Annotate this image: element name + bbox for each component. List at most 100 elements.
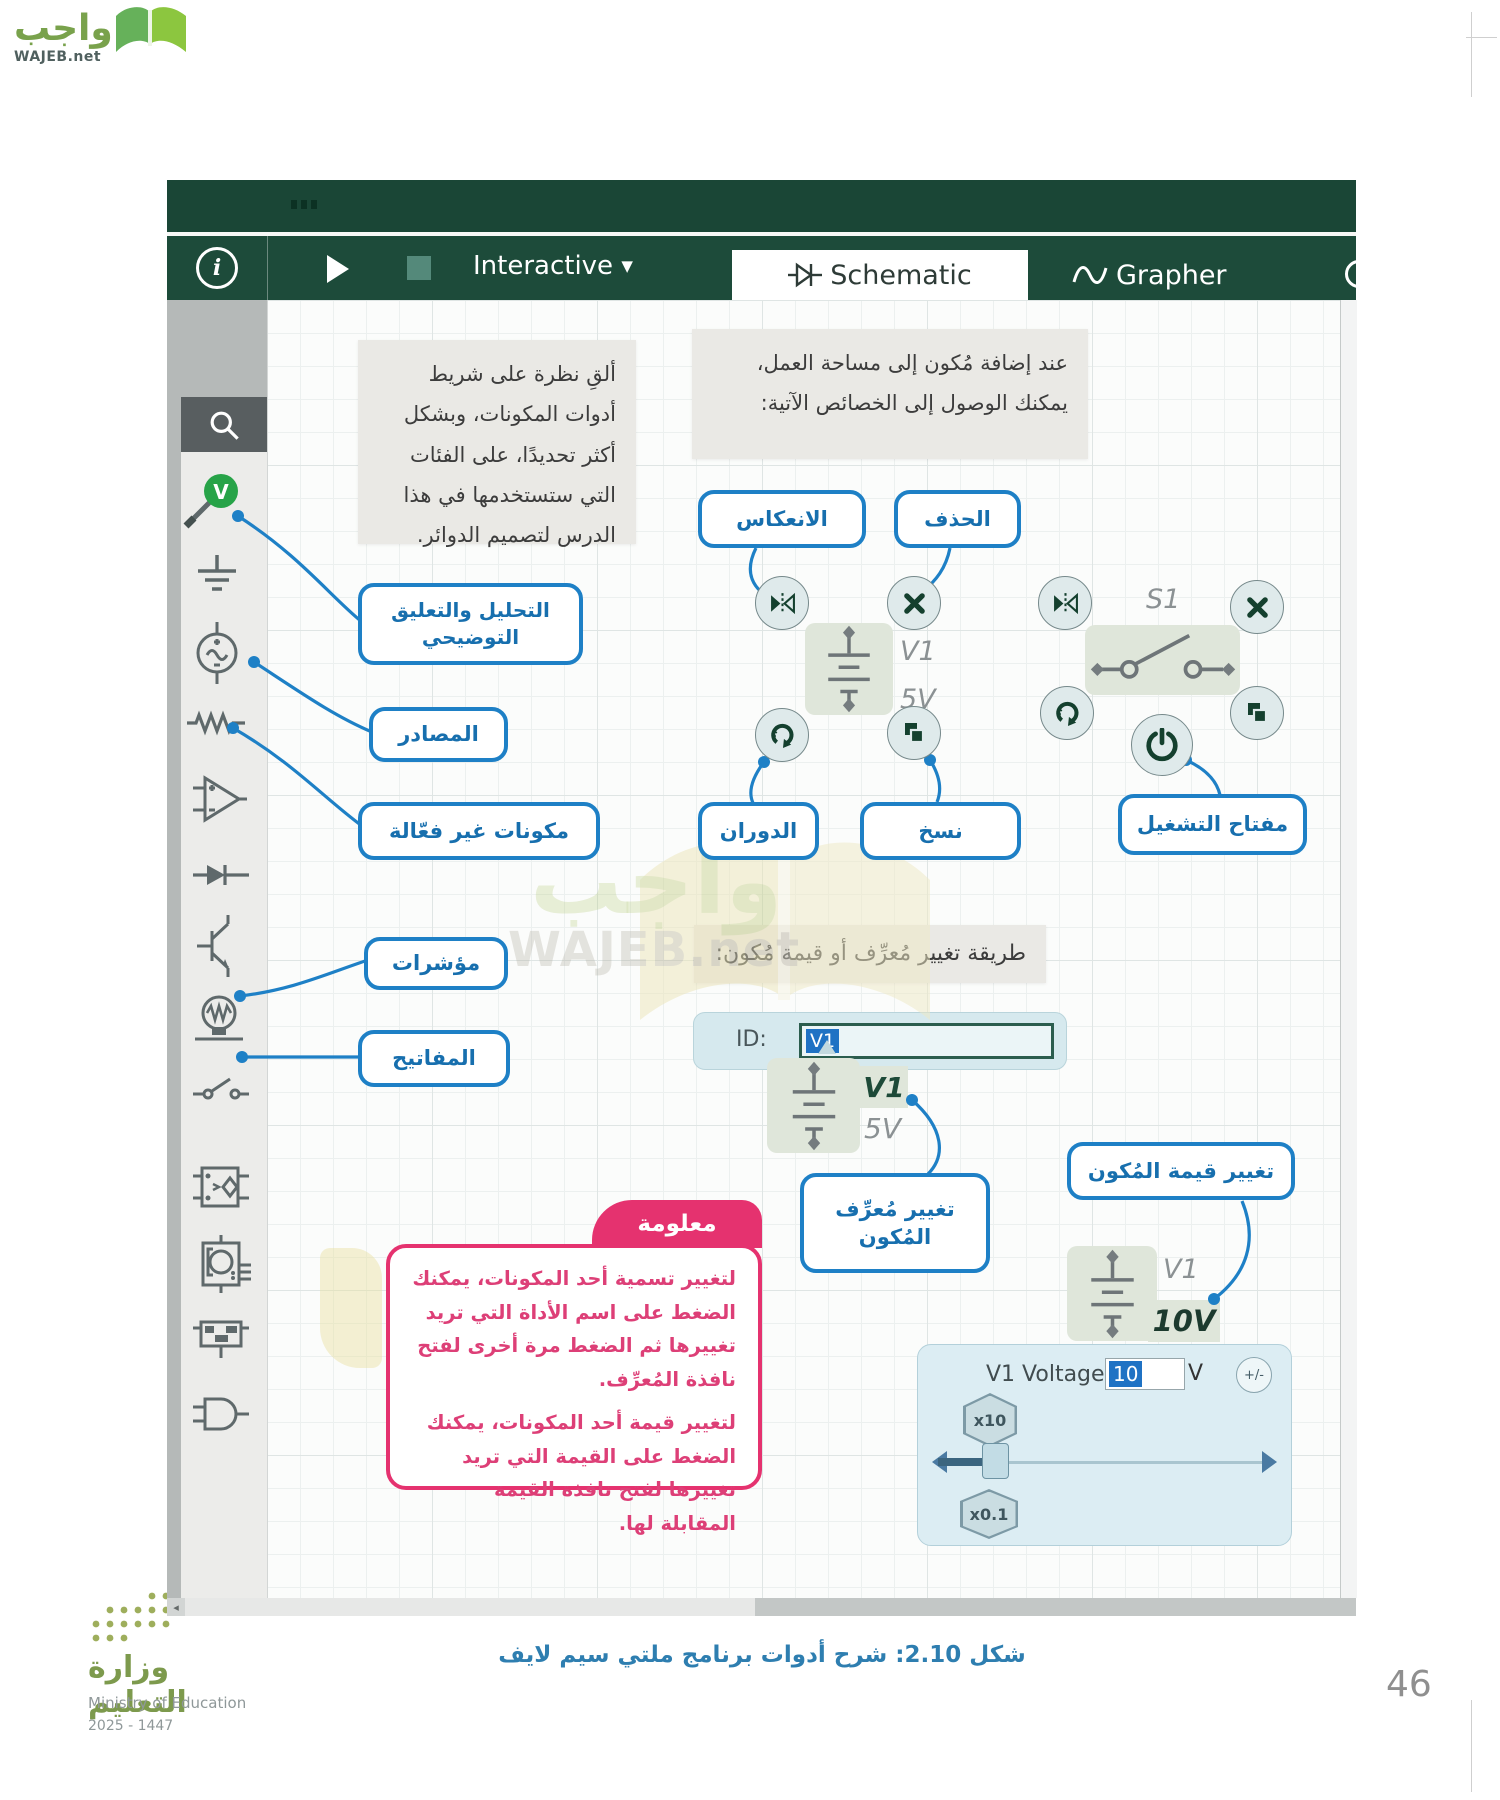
switch-component[interactable] — [1085, 625, 1240, 695]
tab-grapher[interactable]: Grapher — [1072, 250, 1227, 300]
watermark-fragment — [320, 1248, 382, 1368]
search-icon — [210, 411, 239, 440]
search-button[interactable] — [181, 397, 267, 452]
power-button[interactable] — [1131, 714, 1193, 776]
ministry-years: 2025 - 1447 — [88, 1718, 174, 1734]
partial-tab-icon — [1345, 260, 1356, 288]
slider-fill — [938, 1458, 1000, 1466]
resistor-icon[interactable] — [187, 710, 245, 740]
plus-minus-button[interactable]: +/- — [1236, 1357, 1272, 1393]
id-panel: ID: V1 — [693, 1012, 1067, 1070]
transistor-icon[interactable] — [193, 915, 243, 981]
interactive-menu[interactable]: Interactive ▼ — [473, 251, 633, 281]
app-header: i Interactive ▼ Schematic Grapher — [167, 236, 1356, 300]
multiplier-down-button[interactable]: x0.1 — [960, 1489, 1018, 1539]
plus-minus-label: +/- — [1244, 1367, 1264, 1383]
battery-refdes-selected[interactable]: V1 — [860, 1066, 908, 1108]
slider-track[interactable] — [950, 1461, 1264, 1464]
ground-icon[interactable] — [193, 553, 241, 599]
method-bar: طريقة تغيير مُعرِّف أو قيمة مُكون: — [694, 925, 1046, 983]
horizontal-scrollbar[interactable] — [185, 1598, 1356, 1616]
run-button[interactable] — [327, 255, 349, 283]
page-number: 46 — [1386, 1664, 1432, 1705]
id-input[interactable]: V1 — [799, 1023, 1054, 1059]
scrollbar-thumb[interactable] — [755, 1598, 1356, 1616]
switch-icon[interactable] — [193, 1076, 249, 1106]
info-box-tab: معلومة — [592, 1200, 762, 1248]
switch-refdes[interactable]: S1 — [1146, 584, 1181, 615]
component-toolbar: V — [167, 300, 268, 1598]
battery-refdes[interactable]: V1 — [1163, 1254, 1199, 1285]
battery-value-selected[interactable]: 10V — [1148, 1300, 1220, 1342]
battery-value[interactable]: 5V — [864, 1112, 901, 1145]
delete-button[interactable] — [887, 576, 941, 630]
info-icon[interactable]: i — [196, 247, 238, 289]
op-amp-icon[interactable] — [193, 774, 247, 828]
corner-mark — [1466, 37, 1497, 38]
voltage-panel: V1 Voltage: 10 V +/- x10 x0.1 — [917, 1344, 1292, 1546]
brand-domain: WAJEB.net — [14, 49, 102, 65]
corner-mark — [1471, 1700, 1472, 1792]
tab-schematic[interactable]: Schematic — [732, 250, 1028, 300]
figure-caption: شكل 2.10: شرح أدوات برنامج ملتي سيم لايف — [498, 1642, 1026, 1668]
connector-arrow-icon — [818, 1040, 836, 1054]
callout-flip: الانعكاس — [698, 490, 866, 548]
copy-button[interactable] — [1230, 686, 1284, 740]
tab-grapher-label: Grapher — [1116, 259, 1227, 291]
info-section: i — [167, 236, 268, 300]
callout-copy: نسخ — [860, 802, 1021, 860]
callout-analysis: التحليل والتعليق التوضيحي — [358, 583, 583, 665]
stop-button[interactable] — [407, 256, 431, 280]
brand-logo: واجب WAJEB.net — [14, 8, 113, 65]
delete-button[interactable] — [1230, 580, 1284, 634]
callout-switches: المفاتيح — [358, 1030, 510, 1087]
vertical-scrollbar[interactable] — [1340, 300, 1357, 1598]
info-paragraph: لتغيير تسمية أحد المكونات، يمكنك الضغط ع… — [412, 1267, 736, 1391]
callout-sources: المصادر — [369, 707, 508, 762]
callout-rotate: الدوران — [698, 802, 819, 860]
rotate-button[interactable] — [1040, 686, 1094, 740]
ic-component-icon[interactable] — [193, 1235, 251, 1297]
battery-refdes[interactable]: V1 — [900, 636, 936, 667]
info-paragraph: لتغيير قيمة أحد المكونات، يمكنك الضغط عل… — [426, 1411, 736, 1535]
callout-change-value: تغيير قيمة المُكون — [1067, 1142, 1295, 1200]
ministry-name-english: Ministry of Education — [88, 1694, 247, 1712]
interactive-label: Interactive — [473, 251, 614, 281]
slider-right-arrow[interactable] — [1262, 1451, 1277, 1473]
battery-component[interactable] — [1067, 1246, 1157, 1341]
scroll-left-arrow[interactable]: ◂ — [167, 1598, 185, 1616]
flip-button[interactable] — [755, 576, 809, 630]
info-box: لتغيير تسمية أحد المكونات، يمكنك الضغط ع… — [386, 1244, 762, 1535]
callout-change-id: تغيير مُعرِّف المُكون — [800, 1173, 990, 1273]
rotate-button[interactable] — [755, 708, 809, 762]
id-label: ID: — [736, 1027, 767, 1052]
multiplier-up-button[interactable]: x10 — [963, 1393, 1017, 1447]
ministry-name-arabic: وزارة التعليم — [88, 1650, 187, 1720]
multiplier-down-label: x0.1 — [969, 1504, 1009, 1524]
relay-icon[interactable] — [193, 1318, 249, 1362]
flip-button[interactable] — [1038, 576, 1092, 630]
logic-gate-icon[interactable] — [193, 1395, 249, 1437]
ac-source-icon[interactable] — [193, 622, 241, 688]
voltage-title: V1 Voltage: — [986, 1362, 1112, 1387]
svg-text:V: V — [213, 480, 229, 504]
brand-book-icon — [116, 7, 186, 53]
dependent-source-icon[interactable] — [193, 1164, 249, 1214]
battery-component[interactable] — [805, 623, 893, 715]
brand-arabic: واجب — [14, 8, 113, 49]
battery-component[interactable] — [767, 1058, 860, 1153]
voltage-input-value: 10 — [1109, 1361, 1143, 1387]
corner-mark — [1471, 12, 1472, 97]
window-titlebar — [167, 180, 1356, 232]
voltage-input[interactable]: 10 — [1105, 1358, 1185, 1390]
diode-icon[interactable] — [193, 861, 249, 893]
slider-handle[interactable] — [982, 1443, 1009, 1479]
voltage-unit: V — [1188, 1361, 1204, 1386]
note-left: ألقِ نظرة على شريط أدوات المكونات، وبشكل… — [358, 340, 636, 547]
lamp-icon[interactable] — [193, 992, 245, 1050]
copy-button[interactable] — [887, 706, 941, 760]
tab-schematic-label: Schematic — [830, 259, 972, 291]
voltage-probe-icon[interactable]: V — [183, 469, 243, 533]
callout-power: مفتاح التشغيل — [1118, 794, 1307, 855]
